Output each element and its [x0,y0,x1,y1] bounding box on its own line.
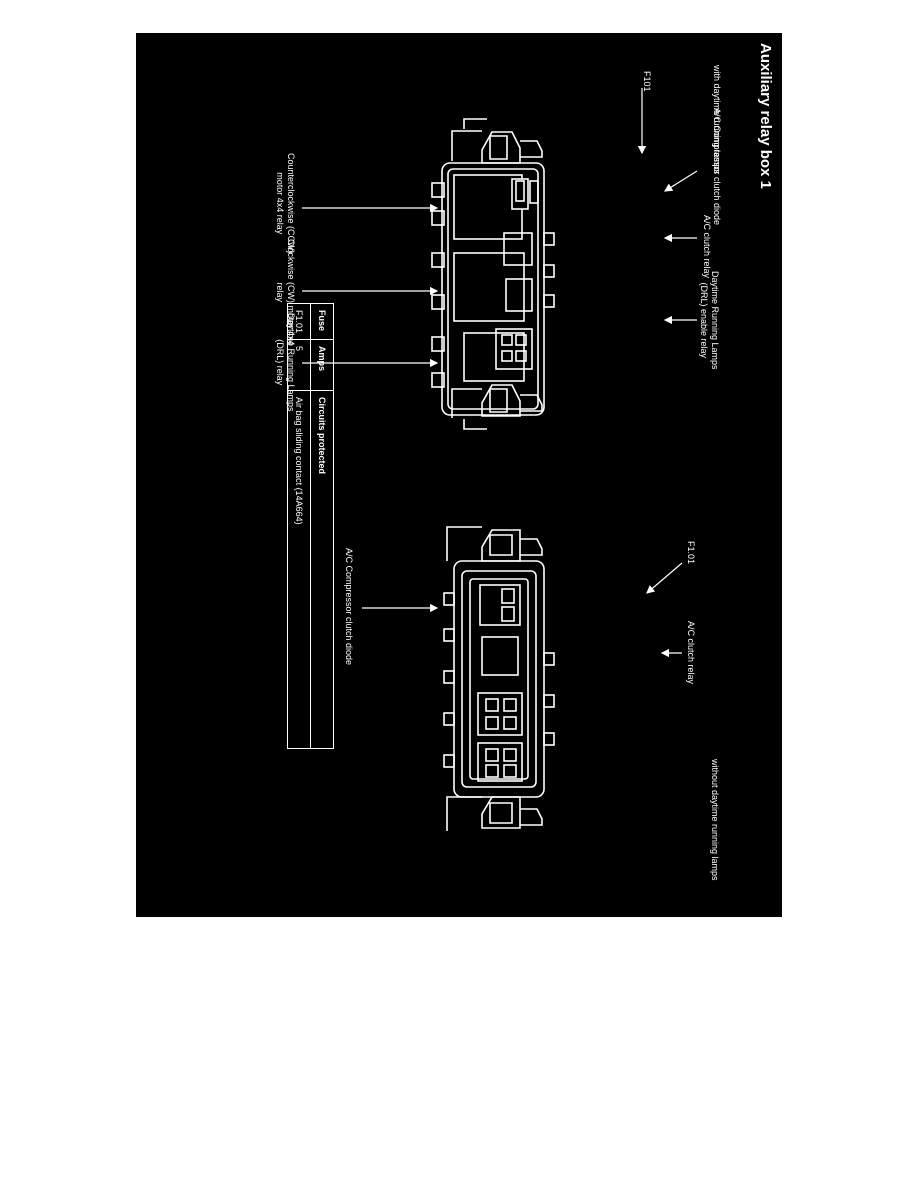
label-compressor-diode-lower: A/C Compressor clutch diode [344,548,354,666]
relay-box-with-drl [431,118,555,430]
cell-amps: 5 [287,339,311,391]
label-f1-01: F1.01 [686,541,696,565]
label-f101: F101 [642,71,652,92]
header-circuits: Circuits protected [310,390,334,749]
relay-box-drawings [302,88,698,831]
header-fuse: Fuse [310,303,334,340]
arrow-compressor-diode [663,170,698,192]
label-ac-clutch-relay-lower: A/C clutch relay [686,621,696,685]
label-ac-clutch-relay: A/C clutch relay [702,215,712,279]
fuse-table-header-row: Fuse Amps Circuits protected [310,303,334,749]
table-row: F1.01 5 Air bag sliding contact (14A664) [287,303,311,749]
diagram-panel: Auxiliary relay box 1 with daytime runni… [136,33,782,917]
arrow-f1-01 [646,562,683,594]
header-amps: Amps [310,339,334,391]
fuse-table: Fuse Amps Circuits protected F1.01 5 Air… [287,303,334,749]
label-compressor-diode: A/C Compressor clutch diode [712,108,722,226]
rotated-diagram-stage: Auxiliary relay box 1 with daytime runni… [136,33,782,917]
cell-circuits: Air bag sliding contact (14A664) [287,390,311,749]
relay-box-without-drl [443,526,555,831]
cell-fuse: F1.01 [287,303,311,340]
label-drl-enable-relay: Daytime Running Lamps (DRL) enable relay [699,271,720,370]
upper-leader-arrows [302,88,698,368]
lower-leader-arrows [362,562,683,658]
